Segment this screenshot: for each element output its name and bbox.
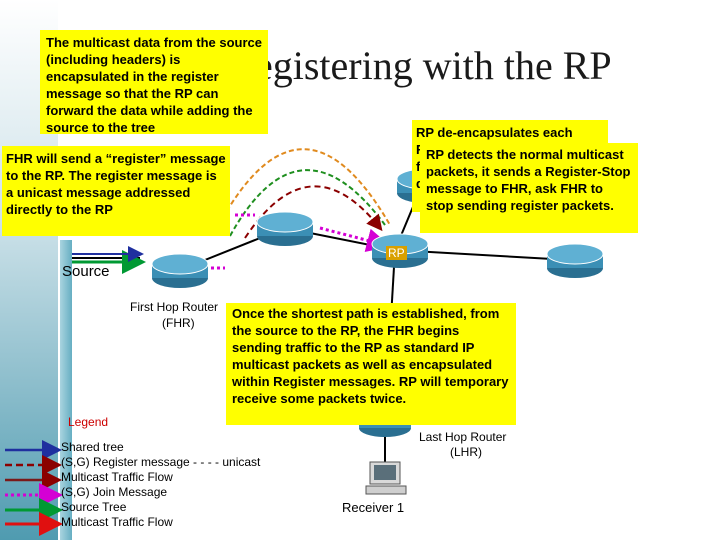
callout-encapsulation: The multicast data from the source (incl… [40, 30, 268, 135]
source-label: Source [62, 263, 110, 280]
slide-title: egistering with the RP [255, 43, 612, 88]
callout-register-stop: RP detects the normal multicast packets,… [420, 143, 638, 233]
lhr-label-line1: Last Hop Router [419, 430, 507, 444]
source-bar [60, 240, 72, 540]
legend-item-source-tree: Source Tree [61, 500, 127, 514]
legend-item-multicast-flow: Multicast Traffic Flow [61, 470, 173, 484]
receiver-computer-icon [365, 461, 407, 495]
legend-item-shared-tree: Shared tree [61, 440, 124, 454]
fhr-label-line1: First Hop Router [130, 300, 219, 314]
callout-fhr-register: FHR will send a “register” message to th… [2, 146, 230, 236]
rp-label: RP [386, 246, 407, 260]
legend-item-multicast-flow-2: Multicast Traffic Flow [61, 515, 173, 529]
legend-item-register: (S,G) Register message - - - - unicast [61, 455, 261, 469]
legend-item-join: (S,G) Join Message [61, 485, 168, 499]
legend-title: Legend [68, 415, 109, 429]
router-fhr-icon [256, 211, 314, 246]
lhr-label-line2: (LHR) [450, 445, 482, 459]
router-source-icon [151, 253, 209, 288]
receiver-label: Receiver 1 [342, 500, 405, 515]
fhr-label-line2: (FHR) [162, 316, 195, 330]
router-right-icon [546, 243, 604, 278]
legend-swatches [5, 440, 63, 536]
callout-shortest-path: Once the shortest path is established, f… [226, 303, 516, 425]
